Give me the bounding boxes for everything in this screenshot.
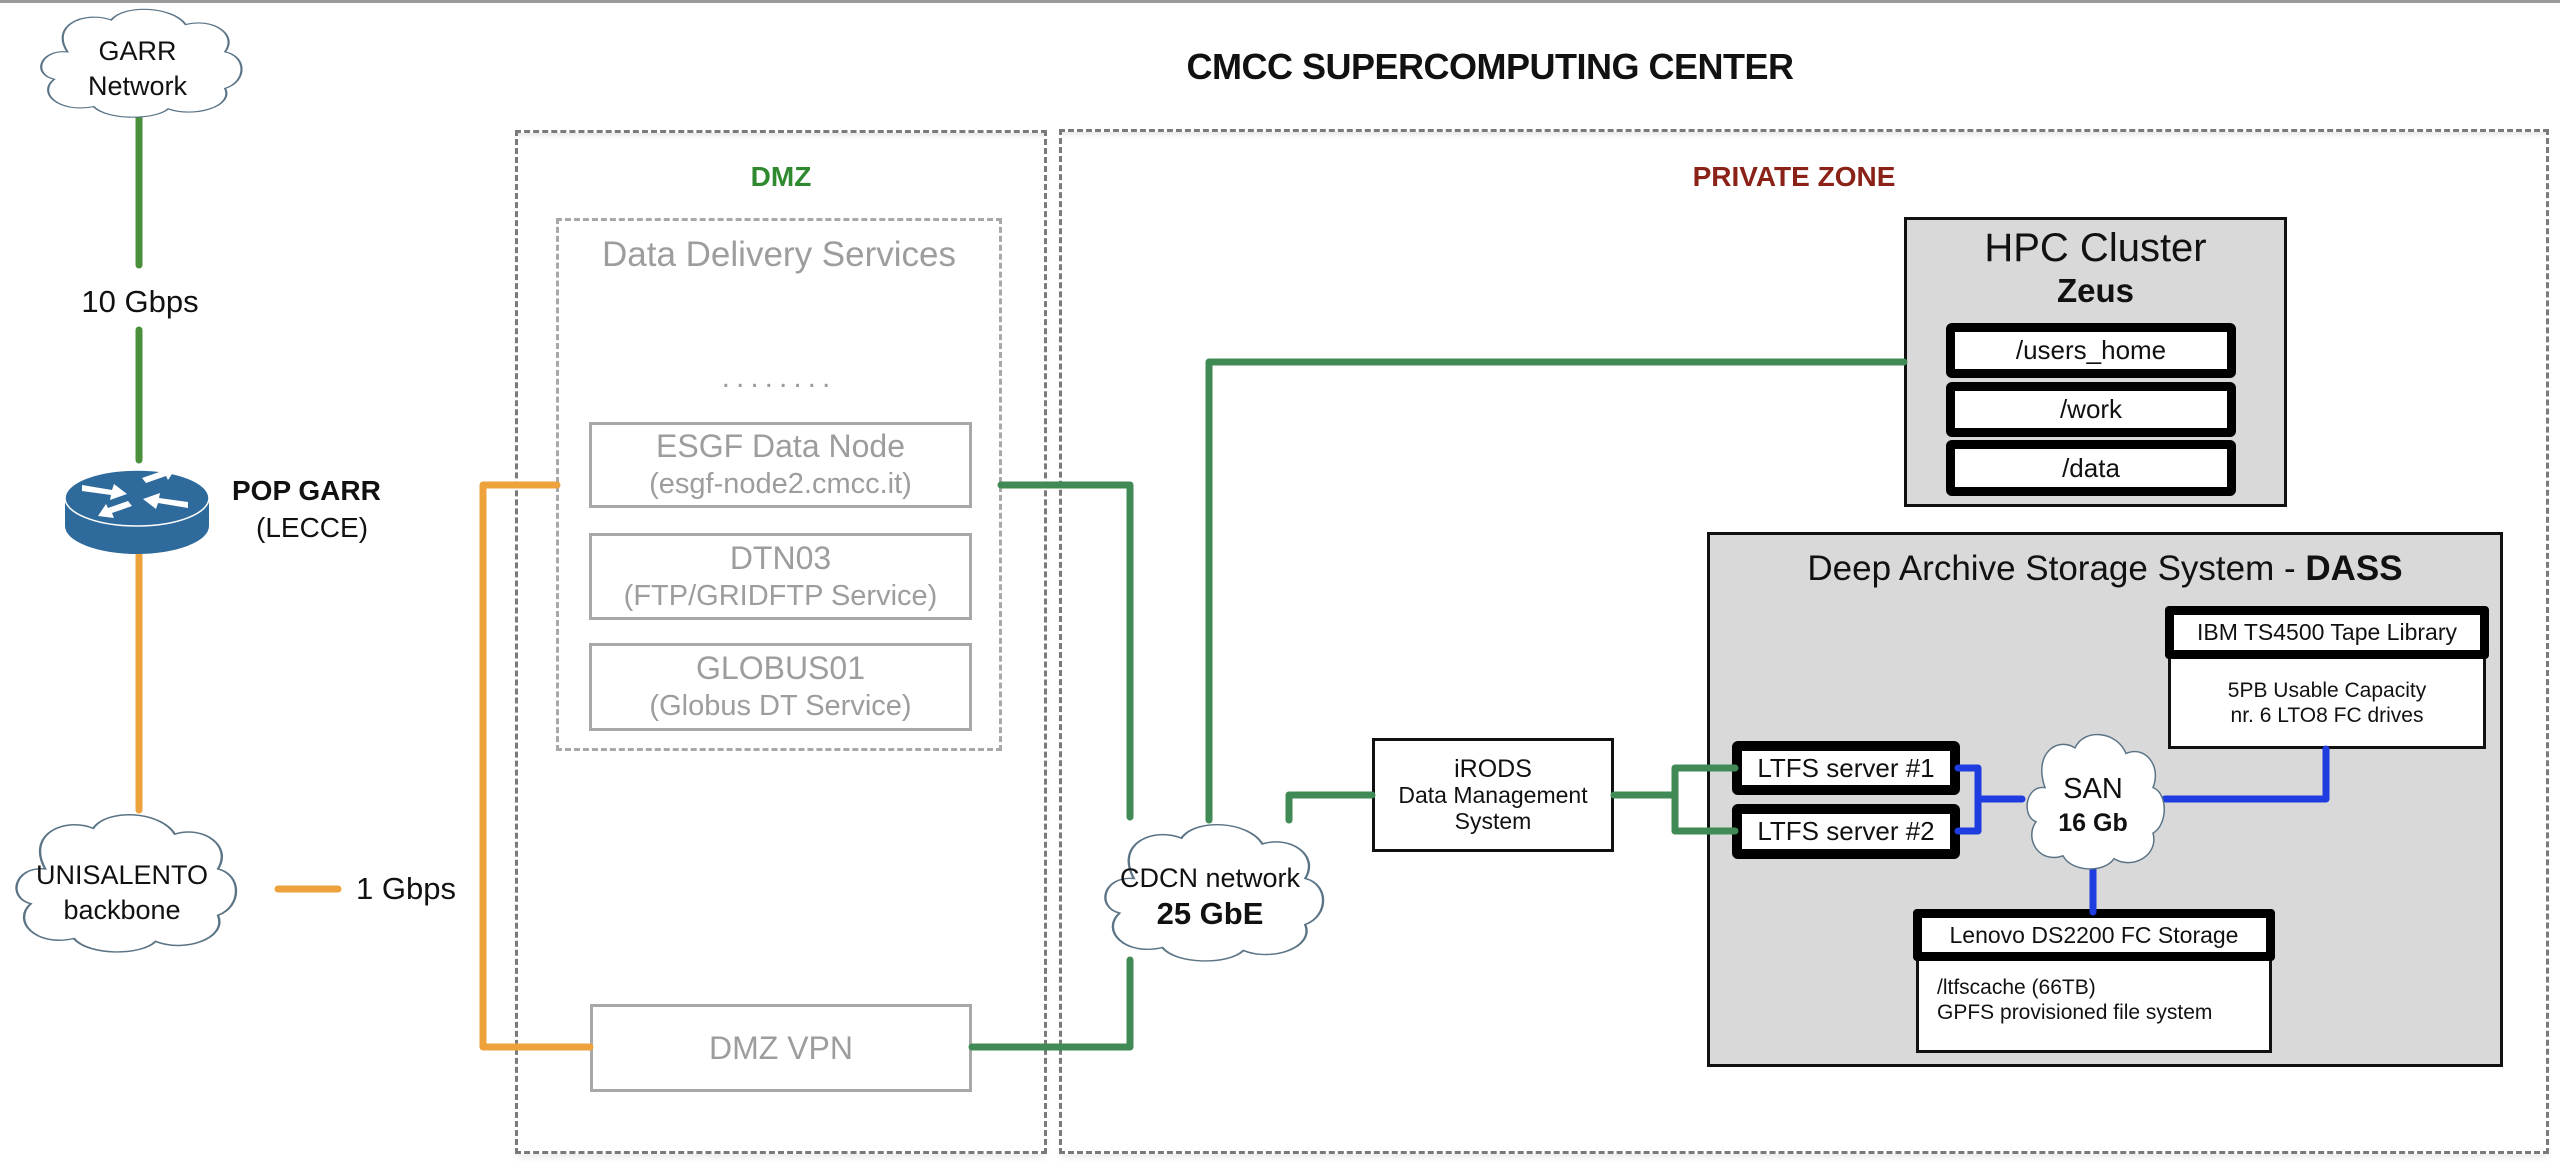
dass-title-prefix: Deep Archive Storage System - [1807,549,2306,588]
fc-storage-header[interactable]: Lenovo DS2200 FC Storage [1913,909,2275,961]
dmz-vpn-label: DMZ VPN [709,1030,853,1066]
cdcn-line1: CDCN network [1119,863,1301,893]
fc-storage-fs: GPFS provisioned file system [1937,1001,2213,1024]
garr-line1: GARR [98,36,177,66]
diagram-title: CMCC SUPERCOMPUTING CENTER [1186,46,1794,87]
private-zone-label: PRIVATE ZONE [1692,161,1896,192]
fc-storage-cache: /ltfscache (66TB) [1937,976,2096,999]
unisalento-cloud-label: UNISALENTO backbone [2,858,242,928]
san-cloud-label: SAN 16 Gb [2018,772,2168,840]
service-name: ESGF Data Node [656,428,905,464]
unisalento-line2: backbone [63,895,181,925]
tape-drives: nr. 6 LTO8 FC drives [2230,704,2424,727]
hpc-cluster-subtitle: Zeus [2056,272,2135,309]
tape-capacity: 5PB Usable Capacity [2227,679,2427,702]
router-icon [64,466,210,554]
ltfs-server-2[interactable]: LTFS server #2 [1732,804,1960,859]
service-name: GLOBUS01 [696,650,865,686]
service-detail: (Globus DT Service) [649,690,912,722]
service-dtn03[interactable]: DTN03 (FTP/GRIDFTP Service) [589,533,972,620]
irods-title: iRODS [1454,755,1532,783]
dass-title: Deep Archive Storage System - DASS [1710,549,2500,589]
irods-line2: Data Management [1398,782,1588,808]
san-line2: 16 Gb [2058,809,2128,837]
dmz-label: DMZ [750,161,812,192]
hpc-cluster-title: HPC Cluster [1984,226,2207,270]
irods-box[interactable]: iRODS Data Management System [1372,738,1614,852]
dass-title-bold: DASS [2305,549,2403,588]
service-globus01[interactable]: GLOBUS01 (Globus DT Service) [589,643,972,731]
mount-users-home[interactable]: /users_home [1946,323,2236,378]
data-delivery-services-title: Data Delivery Services [602,235,956,274]
cdcn-cloud-label: CDCN network 25 GbE [1091,860,1329,932]
ltfs-server-1[interactable]: LTFS server #1 [1732,741,1960,795]
service-name: DTN03 [729,539,832,576]
mount-work[interactable]: /work [1946,382,2236,437]
service-esgf-data-node[interactable]: ESGF Data Node (esgf-node2.cmcc.it) [589,422,972,508]
irods-line3: System [1454,808,1532,834]
garr-line2: Network [87,71,188,101]
more-services-ellipsis: ........ [721,361,837,394]
router-name: POP GARR [232,475,381,506]
unisalento-link-speed: 1 Gbps [356,871,456,906]
router-location: (LECCE) [256,512,369,543]
service-detail: (FTP/GRIDFTP Service) [623,579,938,612]
dmz-vpn-box[interactable]: DMZ VPN [590,1004,972,1092]
cdcn-line2: 25 GbE [1156,896,1264,931]
service-detail: (esgf-node2.cmcc.it) [649,468,912,500]
fc-storage-body[interactable]: /ltfscache (66TB) GPFS provisioned file … [1916,952,2272,1053]
tape-library-header[interactable]: IBM TS4500 Tape Library [2165,606,2489,659]
unisalento-line1: UNISALENTO [35,860,209,890]
tape-library-body[interactable]: 5PB Usable Capacity nr. 6 LTO8 FC drives [2168,650,2486,749]
top-border [0,0,2560,3]
garr-link-speed: 10 Gbps [81,284,199,319]
san-line1: SAN [2063,773,2123,805]
mount-data[interactable]: /data [1946,440,2236,496]
garr-cloud-label: GARR Network [28,34,247,104]
